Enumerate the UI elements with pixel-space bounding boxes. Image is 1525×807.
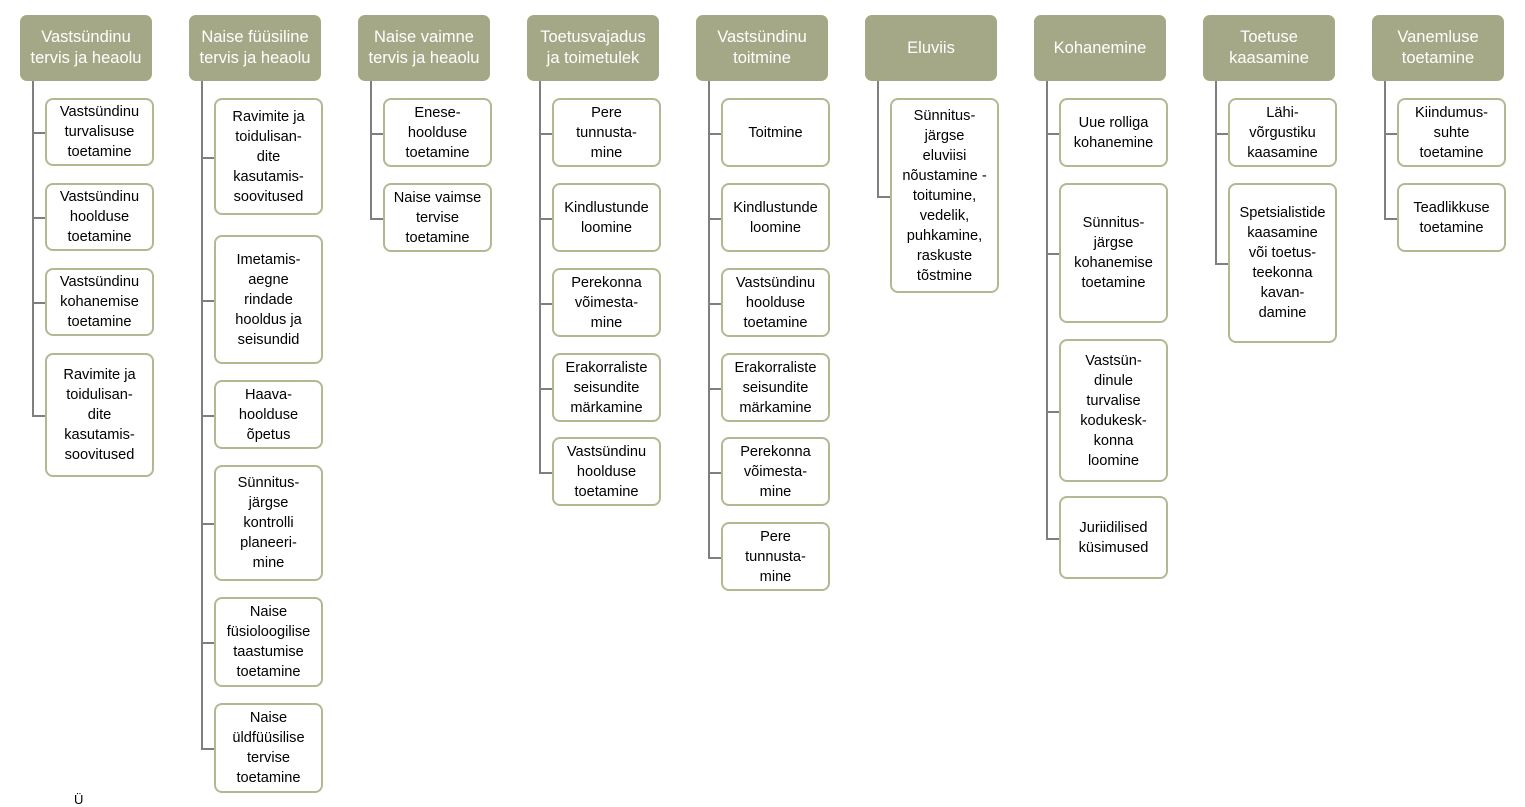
- connector-line: [708, 302, 721, 305]
- connector-line: [1215, 81, 1217, 264]
- category-header: Vastsündinu toitmine: [696, 15, 828, 81]
- subcategory-box: Imetamis- aegne rindade hooldus ja seisu…: [214, 235, 323, 364]
- connector-line: [539, 471, 552, 474]
- connector-line: [201, 642, 214, 644]
- subcategory-box: Sünnitus- järgse kohanemise toetamine: [1059, 183, 1168, 323]
- connector-line: [370, 132, 383, 135]
- connector-line: [32, 132, 45, 134]
- connector-line: [32, 415, 45, 417]
- connector-line: [201, 299, 214, 302]
- category-header: Vanemluse toetamine: [1372, 15, 1504, 81]
- subcategory-box: Erakorraliste seisundite märkamine: [721, 353, 830, 422]
- subcategory-box: Juriidilised küsimused: [1059, 496, 1168, 579]
- connector-line: [539, 132, 552, 135]
- category-header: Vastsündinu tervis ja heaolu: [20, 15, 152, 81]
- subcategory-box: Kindlustunde loomine: [721, 183, 830, 252]
- subcategory-box: Vastsündinu hoolduse toetamine: [45, 183, 154, 251]
- subcategory-box: Uue rolliga kohanemine: [1059, 98, 1168, 167]
- subcategory-box: Naise üldfüüsilise tervise toetamine: [214, 703, 323, 793]
- connector-line: [32, 302, 45, 304]
- connector-line: [201, 748, 214, 750]
- connector-line: [1215, 132, 1228, 135]
- subcategory-box: Vastsündinu hoolduse toetamine: [721, 268, 830, 337]
- category-header: Naise vaimne tervis ja heaolu: [358, 15, 490, 81]
- subcategory-box: Erakorraliste seisundite märkamine: [552, 353, 661, 422]
- category-header: Toetusvajadus ja toimetulek: [527, 15, 659, 81]
- connector-line: [708, 217, 721, 220]
- connector-line: [539, 387, 552, 390]
- connector-line: [877, 195, 890, 198]
- connector-line: [1384, 217, 1397, 220]
- category-header: Eluviis: [865, 15, 997, 81]
- connector-line: [370, 217, 383, 220]
- subcategory-box: Ravimite ja toidulisan- dite kasutamis- …: [214, 98, 323, 215]
- connector-line: [1384, 132, 1397, 135]
- connector-line: [539, 217, 552, 220]
- subcategory-box: Kiindumus- suhte toetamine: [1397, 98, 1506, 167]
- connector-line: [708, 387, 721, 390]
- connector-line: [539, 81, 541, 473]
- subcategory-box: Sünnitus- järgse kontrolli planeeri- min…: [214, 465, 323, 581]
- connector-line: [201, 156, 214, 159]
- connector-line: [370, 81, 372, 219]
- subcategory-box: Sünnitus- järgse eluviisi nõustamine - t…: [890, 98, 999, 293]
- connector-line: [1046, 132, 1059, 135]
- subcategory-box: Vastsündinu turvalisuse toetamine: [45, 98, 154, 166]
- connector-line: [539, 302, 552, 305]
- subcategory-box: Toitmine: [721, 98, 830, 167]
- subcategory-box: Perekonna võimesta- mine: [721, 437, 830, 506]
- subcategory-box: Enese- hoolduse toetamine: [383, 98, 492, 167]
- connector-line: [32, 81, 34, 416]
- connector-line: [1215, 263, 1228, 265]
- connector-line: [1046, 253, 1059, 255]
- subcategory-box: Naise füsioloogilise taastumise toetamin…: [214, 597, 323, 687]
- subcategory-box: Perekonna võimesta- mine: [552, 268, 661, 337]
- subcategory-box: Vastsün- dinule turvalise kodukesk- konn…: [1059, 339, 1168, 482]
- connector-line: [708, 471, 721, 474]
- subcategory-box: Pere tunnusta- mine: [721, 522, 830, 591]
- subcategory-box: Lähi- võrgustiku kaasamine: [1228, 98, 1337, 167]
- connector-line: [1046, 537, 1059, 540]
- category-header: Toetuse kaasamine: [1203, 15, 1335, 81]
- category-header: Naise füüsiline tervis ja heaolu: [189, 15, 321, 81]
- subcategory-box: Ravimite ja toidulisan- dite kasutamis- …: [45, 353, 154, 477]
- connector-line: [201, 414, 214, 417]
- subcategory-box: Vastsündinu kohanemise toetamine: [45, 268, 154, 336]
- connector-line: [708, 81, 710, 558]
- connector-line: [201, 523, 214, 525]
- connector-line: [1384, 81, 1386, 219]
- subcategory-box: Vastsündinu hoolduse toetamine: [552, 437, 661, 506]
- connector-line: [708, 556, 721, 559]
- subcategory-box: Kindlustunde loomine: [552, 183, 661, 252]
- subcategory-box: Haava- hoolduse õpetus: [214, 380, 323, 449]
- connector-line: [877, 81, 879, 197]
- subcategory-box: Pere tunnusta- mine: [552, 98, 661, 167]
- connector-line: [708, 132, 721, 135]
- subcategory-box: Teadlikkuse toetamine: [1397, 183, 1506, 252]
- subcategory-box: Naise vaimse tervise toetamine: [383, 183, 492, 252]
- subcategory-box: Spetsialistide kaasamine või toetus- tee…: [1228, 183, 1337, 343]
- connector-line: [32, 217, 45, 219]
- stray-glyph: Ü: [74, 792, 84, 807]
- category-header: Kohanemine: [1034, 15, 1166, 81]
- connector-line: [1046, 410, 1059, 413]
- connector-line: [1046, 81, 1048, 539]
